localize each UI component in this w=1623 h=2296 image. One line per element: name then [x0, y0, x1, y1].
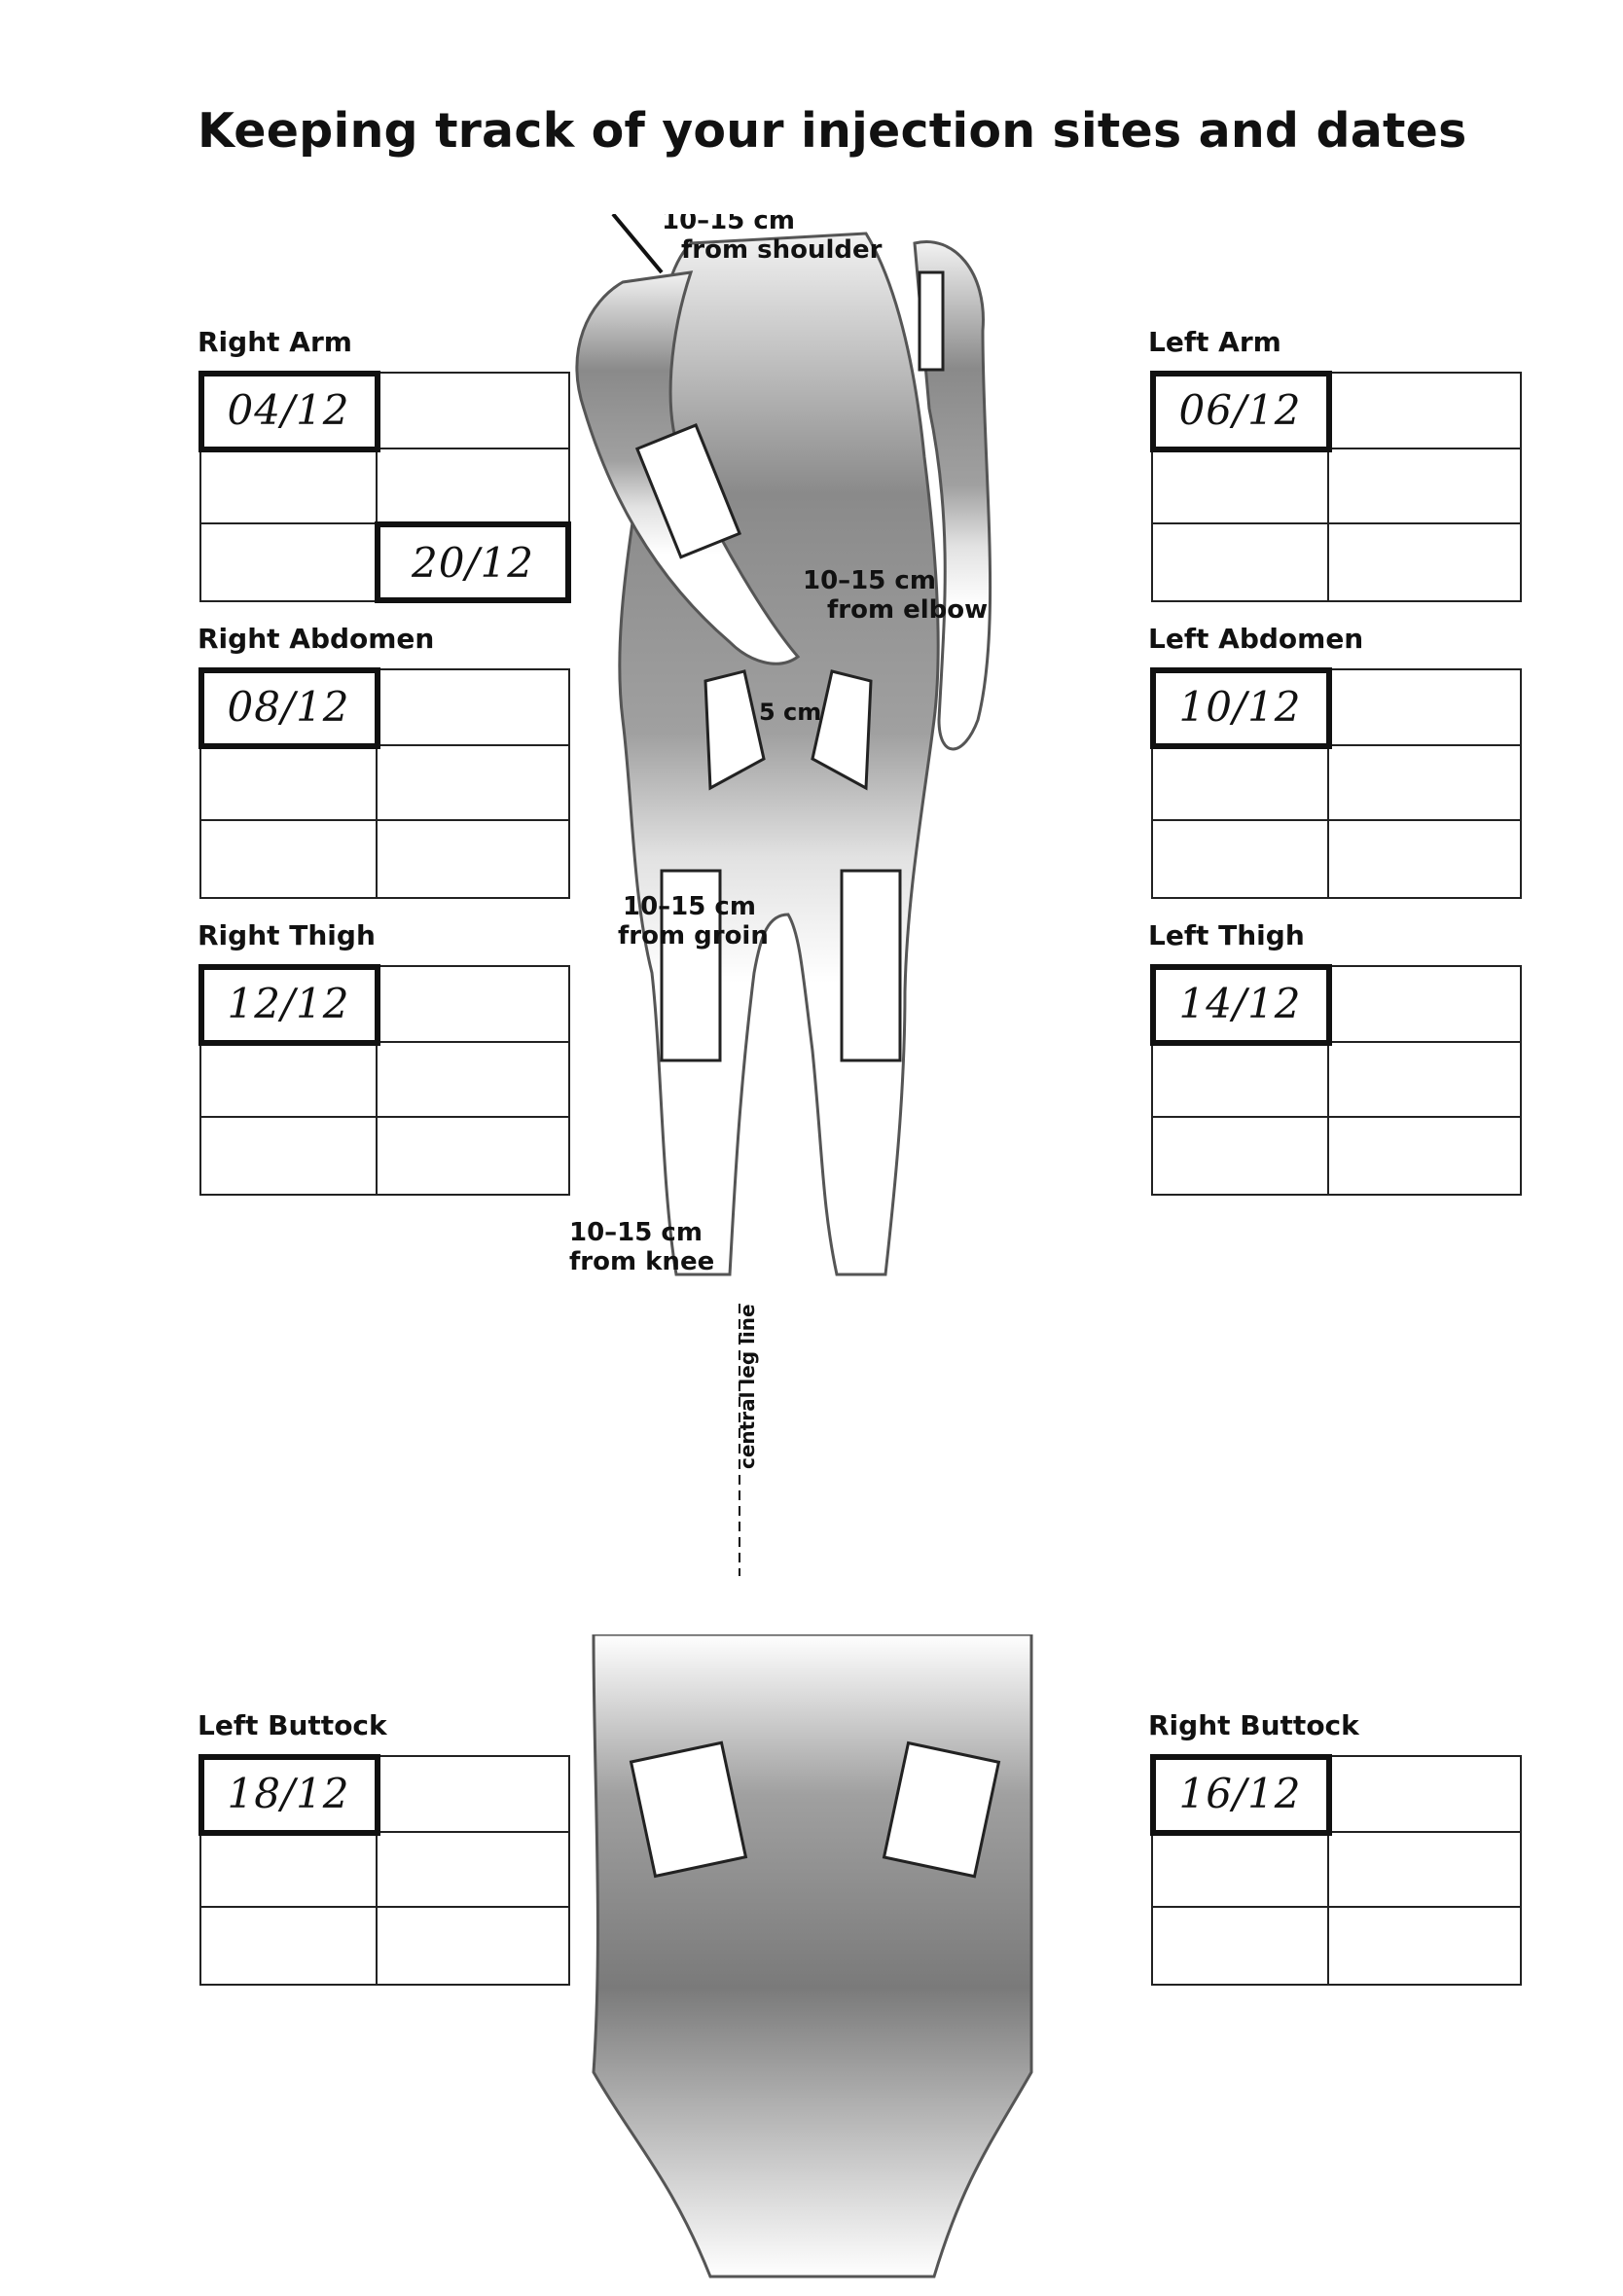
date-cell[interactable]	[201, 1908, 378, 1984]
date-cell[interactable]	[1153, 1832, 1329, 1909]
date-cell[interactable]	[378, 449, 568, 525]
knee-ref-text: from knee	[569, 1247, 714, 1276]
date-cell[interactable]	[378, 821, 568, 897]
date-cell[interactable]	[378, 1908, 568, 1984]
date-cell[interactable]	[1329, 1833, 1520, 1909]
date-cell[interactable]: 16/12	[1150, 1754, 1332, 1836]
measurement-annotations: 10–15 cm from shoulder 10–15 cm from elb…	[569, 214, 988, 1576]
date-cell[interactable]	[1329, 967, 1520, 1043]
date-entry: 06/12	[1178, 386, 1302, 435]
knee-distance-text: 10–15 cm	[569, 1218, 703, 1247]
date-cell[interactable]: 04/12	[198, 371, 380, 452]
left-abdomen-label: Left Abdomen	[1148, 623, 1364, 655]
date-cell[interactable]	[1153, 1042, 1329, 1119]
elbow-ref-text: from elbow	[827, 595, 988, 625]
left-arm-label: Left Arm	[1148, 326, 1281, 358]
date-cell[interactable]	[201, 1042, 378, 1119]
front-body-illustration: 10–15 cm from shoulder 10–15 cm from elb…	[569, 214, 992, 1576]
date-cell[interactable]	[1329, 1757, 1520, 1833]
right-arm-log: 04/12 20/12	[198, 371, 571, 603]
right-abdomen-log: 08/12	[198, 667, 570, 899]
body-silhouette	[575, 232, 992, 1276]
date-entry: 08/12	[227, 683, 350, 732]
right-buttock-log: 16/12	[1150, 1754, 1522, 1986]
buttock-injection-zones	[629, 1740, 1001, 1879]
date-cell[interactable]: 14/12	[1150, 964, 1332, 1046]
date-cell[interactable]	[378, 374, 568, 449]
left-buttock-log: 18/12	[198, 1754, 570, 1986]
date-entry: 18/12	[227, 1770, 350, 1818]
shoulder-distance-text: 10–15 cm	[662, 214, 795, 235]
date-cell[interactable]	[201, 745, 378, 822]
date-cell[interactable]	[1329, 1043, 1520, 1119]
navel-distance-text: 5 cm	[759, 699, 821, 726]
date-cell[interactable]	[201, 821, 378, 897]
right-abdomen-label: Right Abdomen	[198, 623, 435, 655]
date-cell[interactable]	[1329, 449, 1520, 525]
right-thigh-log: 12/12	[198, 964, 570, 1196]
left-buttock-label: Left Buttock	[198, 1709, 387, 1741]
date-entry: 04/12	[227, 386, 350, 435]
right-arm-label: Right Arm	[198, 326, 352, 358]
date-cell[interactable]	[378, 1757, 568, 1833]
date-cell[interactable]	[201, 1118, 378, 1194]
date-cell[interactable]	[1329, 746, 1520, 822]
date-cell[interactable]	[1329, 1118, 1520, 1194]
date-entry: 10/12	[1178, 683, 1302, 732]
date-cell[interactable]	[201, 524, 378, 600]
date-cell[interactable]	[1329, 374, 1520, 449]
left-abdomen-log: 10/12	[1150, 667, 1522, 899]
shoulder-ref-text: from shoulder	[681, 235, 883, 265]
left-arm-log: 06/12	[1150, 371, 1522, 602]
date-cell[interactable]	[1329, 524, 1520, 600]
date-cell[interactable]	[378, 967, 568, 1043]
date-cell[interactable]	[378, 1043, 568, 1119]
central-leg-line-text: central leg line	[736, 1304, 759, 1469]
date-cell[interactable]: 20/12	[375, 521, 571, 603]
date-cell[interactable]	[1153, 1118, 1329, 1194]
date-cell[interactable]	[378, 1833, 568, 1909]
back-body-illustration	[592, 1634, 1033, 2278]
date-cell[interactable]	[378, 746, 568, 822]
date-cell[interactable]: 08/12	[198, 667, 380, 749]
injection-zones	[634, 270, 945, 1062]
date-cell[interactable]	[1153, 745, 1329, 822]
date-entry: 14/12	[1178, 980, 1302, 1028]
date-cell[interactable]	[1329, 1908, 1520, 1984]
date-cell[interactable]	[201, 1832, 378, 1909]
date-cell[interactable]	[1153, 821, 1329, 897]
groin-distance-text: 10–15 cm	[623, 892, 756, 921]
groin-ref-text: from groin	[618, 921, 769, 951]
date-entry: 20/12	[411, 538, 535, 587]
date-cell[interactable]	[378, 670, 568, 746]
date-cell[interactable]: 10/12	[1150, 667, 1332, 749]
date-cell[interactable]	[1329, 670, 1520, 746]
elbow-distance-text: 10–15 cm	[803, 566, 936, 595]
date-cell[interactable]	[378, 1118, 568, 1194]
date-cell[interactable]: 06/12	[1150, 371, 1332, 452]
date-cell[interactable]	[201, 448, 378, 525]
page-title: Keeping track of your injection sites an…	[198, 103, 1467, 159]
left-thigh-label: Left Thigh	[1148, 919, 1305, 951]
left-thigh-log: 14/12	[1150, 964, 1522, 1196]
date-cell[interactable]: 18/12	[198, 1754, 380, 1836]
date-entry: 16/12	[1178, 1770, 1302, 1818]
date-cell[interactable]	[1153, 524, 1329, 600]
right-buttock-label: Right Buttock	[1148, 1709, 1359, 1741]
date-cell[interactable]	[1153, 1908, 1329, 1984]
date-entry: 12/12	[227, 980, 350, 1028]
right-thigh-label: Right Thigh	[198, 919, 376, 951]
date-cell[interactable]	[1329, 821, 1520, 897]
date-cell[interactable]	[1153, 448, 1329, 525]
back-silhouette	[592, 1634, 1033, 2278]
date-cell[interactable]: 12/12	[198, 964, 380, 1046]
